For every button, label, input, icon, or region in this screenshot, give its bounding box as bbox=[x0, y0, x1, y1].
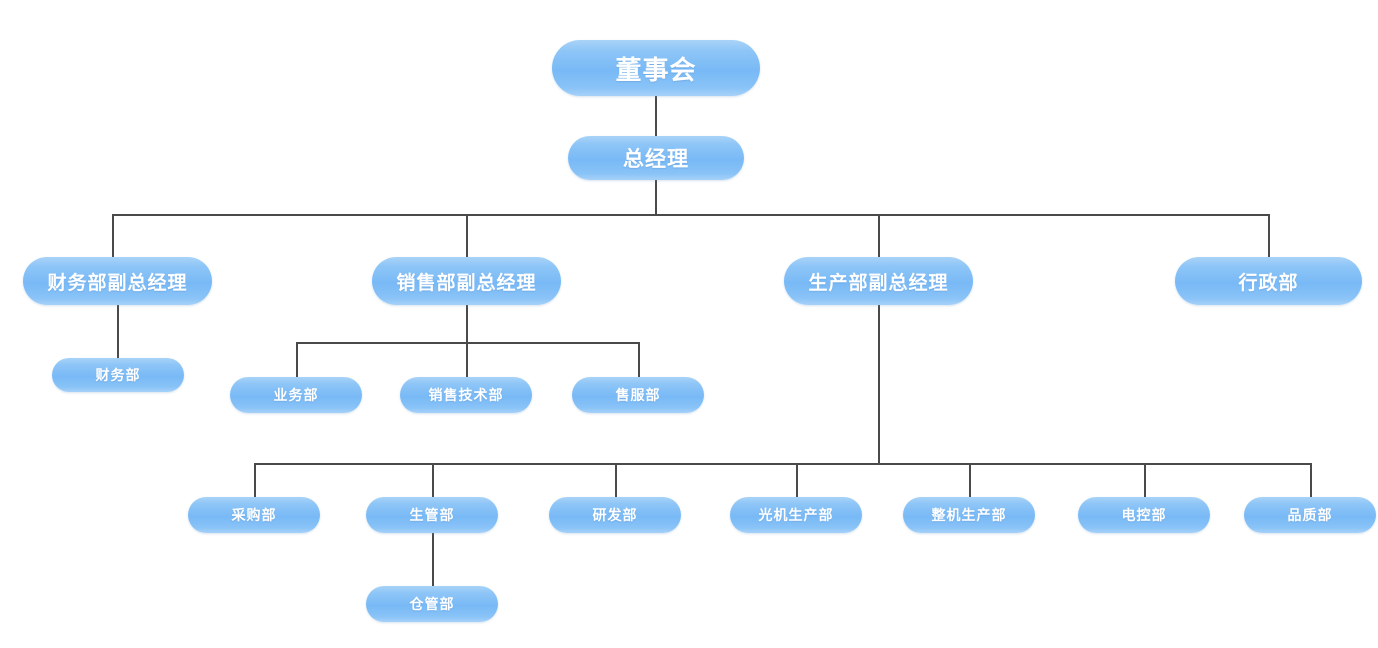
node-business-dept[interactable]: 业务部 bbox=[230, 377, 362, 413]
connector-production-bus-to-rnd bbox=[615, 463, 617, 497]
connector-sales-bus-to-business bbox=[296, 342, 298, 377]
connector-finance-vp-to-finance-dept bbox=[117, 305, 119, 358]
connector-sales-bus-to-after-sales bbox=[638, 342, 640, 377]
node-purchasing-dept[interactable]: 采购部 bbox=[188, 497, 320, 533]
connector-production-vp-stem bbox=[878, 305, 880, 463]
connector-sales-bus-to-sales-tech bbox=[466, 342, 468, 377]
connector-level3-bus bbox=[112, 214, 1270, 216]
connector-production-bus-to-purchasing bbox=[254, 463, 256, 497]
connector-production-bus-to-electrical bbox=[1144, 463, 1146, 497]
connector-production-bus-to-machine bbox=[969, 463, 971, 497]
node-production-vp[interactable]: 生产部副总经理 bbox=[784, 257, 973, 305]
node-optomech-production-dept[interactable]: 光机生产部 bbox=[730, 497, 862, 533]
connector-board-to-gm bbox=[655, 96, 657, 136]
node-general-manager[interactable]: 总经理 bbox=[568, 136, 744, 180]
connector-production-bus-to-optomech bbox=[796, 463, 798, 497]
node-quality-dept[interactable]: 品质部 bbox=[1244, 497, 1376, 533]
connector-sales-vp-stem bbox=[466, 305, 468, 342]
node-finance-vp[interactable]: 财务部副总经理 bbox=[23, 257, 212, 305]
connector-production-bus-to-production-mgmt bbox=[432, 463, 434, 497]
connector-bus-to-finance-vp bbox=[112, 214, 114, 257]
node-warehouse-dept[interactable]: 仓管部 bbox=[366, 586, 498, 622]
connector-bus-to-production-vp bbox=[878, 214, 880, 257]
node-after-sales-dept[interactable]: 售服部 bbox=[572, 377, 704, 413]
node-electrical-control-dept[interactable]: 电控部 bbox=[1078, 497, 1210, 533]
connector-gm-stem bbox=[655, 180, 657, 215]
node-sales-vp[interactable]: 销售部副总经理 bbox=[372, 257, 561, 305]
node-sales-tech-dept[interactable]: 销售技术部 bbox=[400, 377, 532, 413]
connector-production-mgmt-to-warehouse bbox=[432, 533, 434, 586]
node-finance-dept[interactable]: 财务部 bbox=[52, 358, 184, 392]
node-admin-dept[interactable]: 行政部 bbox=[1175, 257, 1362, 305]
connector-bus-to-admin bbox=[1268, 214, 1270, 257]
node-rnd-dept[interactable]: 研发部 bbox=[549, 497, 681, 533]
node-board[interactable]: 董事会 bbox=[552, 40, 760, 96]
connector-production-bus-to-quality bbox=[1310, 463, 1312, 497]
node-production-mgmt-dept[interactable]: 生管部 bbox=[366, 497, 498, 533]
node-machine-production-dept[interactable]: 整机生产部 bbox=[903, 497, 1035, 533]
connector-bus-to-sales-vp bbox=[466, 214, 468, 257]
connector-production-bus bbox=[254, 463, 1310, 465]
